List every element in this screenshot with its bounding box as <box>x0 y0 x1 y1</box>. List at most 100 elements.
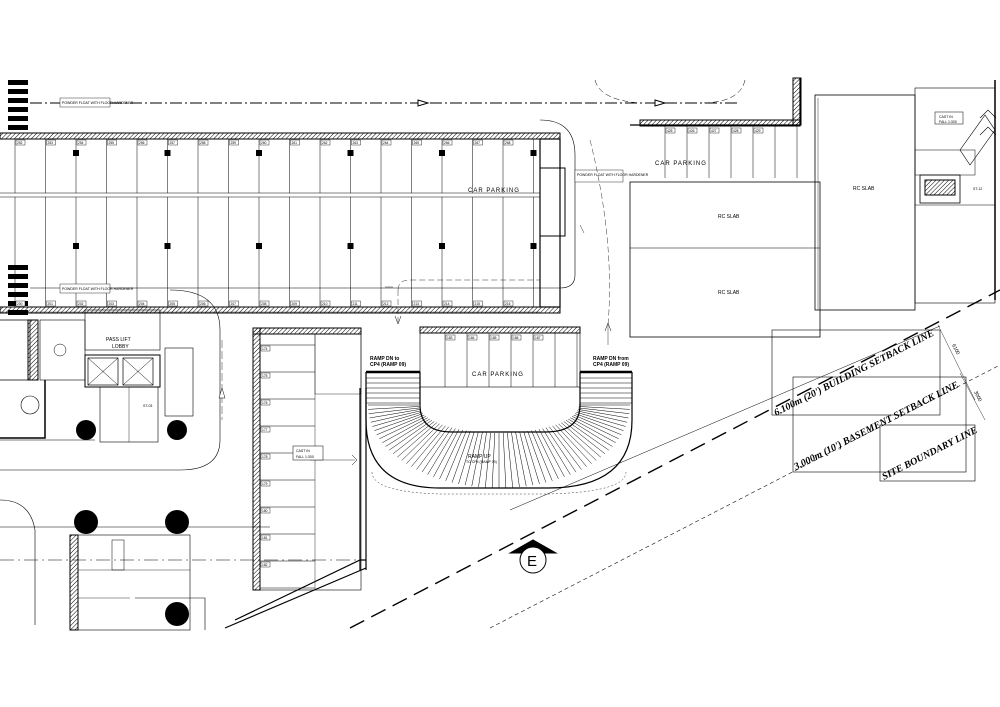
stall-number-bottom: 215 <box>473 300 483 307</box>
stall-number-vertical: 182 <box>260 561 271 568</box>
car-parking-label-right: CAR PARKING <box>655 161 707 167</box>
ramp-dn-from-label: RAMP DN from <box>593 356 629 362</box>
stall-number-bottom: 202 <box>76 300 87 307</box>
svg-text:185: 185 <box>491 336 497 340</box>
svg-text:253: 253 <box>48 141 54 145</box>
svg-text:210: 210 <box>322 302 328 306</box>
svg-text:428: 428 <box>733 129 739 133</box>
stall-number-bottom: 211 <box>351 300 361 307</box>
stall-number-right: 426 <box>687 127 698 134</box>
stall-number-vertical: 178 <box>260 453 271 460</box>
svg-text:177: 177 <box>262 428 268 432</box>
stall-number-center: 187 <box>533 334 544 341</box>
stall-number-right: 427 <box>709 127 720 134</box>
cast-label-top-sub: FALL 1:300 <box>939 120 957 124</box>
svg-text:211: 211 <box>353 302 358 306</box>
svg-text:256: 256 <box>139 141 145 145</box>
svg-text:179: 179 <box>262 482 268 486</box>
rc-slab-label-3: RC SLAB <box>853 186 875 192</box>
svg-text:209: 209 <box>292 302 298 306</box>
section-marker-label: E <box>527 553 537 570</box>
stall-number-vertical: 174 <box>260 345 271 352</box>
svg-text:425: 425 <box>667 129 673 133</box>
svg-text:265: 265 <box>414 141 420 145</box>
stall-number-bottom: 212 <box>381 300 392 307</box>
stall-number-bottom: 207 <box>229 300 239 307</box>
stall-number-right: 428 <box>731 127 742 134</box>
stall-number-top: 257 <box>168 139 178 146</box>
stall-number-vertical: 180 <box>260 507 271 514</box>
svg-text:213: 213 <box>414 302 420 306</box>
stall-number-top: 267 <box>473 139 483 146</box>
svg-text:183: 183 <box>447 336 453 340</box>
svg-text:181: 181 <box>262 536 268 540</box>
stall-number-top: 261 <box>290 139 300 146</box>
stall-number-bottom: 214 <box>442 300 453 307</box>
stair-label-right: ST-12 <box>973 187 982 191</box>
stall-number-top: 254 <box>76 139 87 146</box>
stall-number-top: 266 <box>442 139 453 146</box>
stall-number-center: 186 <box>511 334 522 341</box>
svg-text:263: 263 <box>353 141 359 145</box>
svg-text:212: 212 <box>383 302 389 306</box>
svg-text:187: 187 <box>535 336 541 340</box>
svg-text:205: 205 <box>170 302 176 306</box>
svg-text:257: 257 <box>170 141 176 145</box>
stall-number-bottom: 210 <box>320 300 331 307</box>
round-columns <box>74 420 189 626</box>
svg-text:268: 268 <box>505 141 511 145</box>
stall-number-top: 259 <box>229 139 239 146</box>
ramp-dn-to-sub: CP4 (RAMP 09) <box>370 362 406 368</box>
building-right <box>629 77 997 338</box>
svg-text:202: 202 <box>78 302 84 306</box>
stair-label-left: ST-03 <box>143 404 152 408</box>
ramp-dn-to-label: RAMP DN to <box>370 356 399 362</box>
rc-slab-label-1: RC SLAB <box>718 214 740 220</box>
svg-text:426: 426 <box>689 129 695 133</box>
svg-text:266: 266 <box>444 141 450 145</box>
stall-number-center: 185 <box>489 334 500 341</box>
svg-text:427: 427 <box>711 129 717 133</box>
svg-text:180: 180 <box>262 509 268 513</box>
svg-text:186: 186 <box>513 336 519 340</box>
stall-number-vertical: 176 <box>260 399 271 406</box>
ramp-dn-from-sub: CP4 (RAMP 09) <box>593 362 629 368</box>
stall-number-right: 429 <box>753 127 764 134</box>
svg-text:208: 208 <box>261 302 267 306</box>
lift-lobby-label-1: PASS LIFT <box>106 337 131 343</box>
parking-block-vertical <box>252 327 362 591</box>
stall-number-bottom: 200 <box>15 300 26 307</box>
site-boundary-label: SITE BOUNDARY LINE <box>880 425 979 483</box>
stall-number-center: 184 <box>467 334 478 341</box>
svg-text:216: 216 <box>505 302 511 306</box>
section-marker-e <box>508 539 558 574</box>
svg-text:267: 267 <box>475 141 481 145</box>
zebra-marking-top <box>8 80 28 130</box>
svg-text:254: 254 <box>78 141 84 145</box>
stall-number-top: 258 <box>198 139 209 146</box>
svg-text:255: 255 <box>109 141 115 145</box>
svg-text:260: 260 <box>261 141 267 145</box>
svg-text:261: 261 <box>292 141 298 145</box>
dim-3000: 3000 <box>972 390 982 403</box>
stall-number-top: 264 <box>381 139 392 146</box>
parking-block-center <box>419 326 581 388</box>
stall-number-bottom: 205 <box>168 300 178 307</box>
svg-text:258: 258 <box>200 141 206 145</box>
ramp-up-label: RAMP UP <box>468 454 491 460</box>
stall-number-bottom: 209 <box>290 300 300 307</box>
svg-text:206: 206 <box>200 302 206 306</box>
hardener-note-right: POWDER FLOAT WITH FLOOR HARDENER <box>577 173 649 177</box>
stall-number-right: 425 <box>665 127 676 134</box>
stall-number-bottom: 216 <box>503 300 514 307</box>
svg-text:207: 207 <box>231 302 237 306</box>
svg-text:215: 215 <box>475 302 481 306</box>
stall-number-top: 252 <box>15 139 26 146</box>
stall-number-top: 260 <box>259 139 270 146</box>
stall-number-bottom: 203 <box>107 300 117 307</box>
hardener-note-mid: POWDER FLOAT WITH FLOOR HARDENER <box>62 287 134 291</box>
svg-text:429: 429 <box>755 129 761 133</box>
car-parking-label-center: CAR PARKING <box>472 372 524 378</box>
rc-slab-label-2: RC SLAB <box>718 290 740 296</box>
